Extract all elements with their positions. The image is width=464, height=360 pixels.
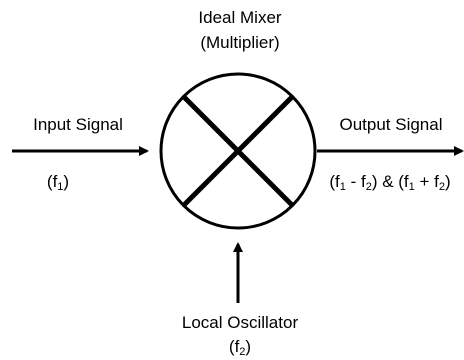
input-frequency: (f1)	[46, 172, 70, 193]
mixer-cross-line-b	[181, 94, 295, 208]
input-signal-label: Input Signal	[33, 115, 123, 134]
local-oscillator-label: Local Oscillator	[181, 313, 299, 332]
output-signal-label: Output Signal	[339, 115, 443, 134]
mixer-title-line2: (Multiplier)	[200, 33, 280, 52]
local-oscillator-frequency: (f2)	[228, 337, 252, 358]
mixer-title-line1: Ideal Mixer	[198, 8, 282, 27]
output-frequencies: (f1 - f2) & (f1 + f2)	[329, 172, 451, 193]
